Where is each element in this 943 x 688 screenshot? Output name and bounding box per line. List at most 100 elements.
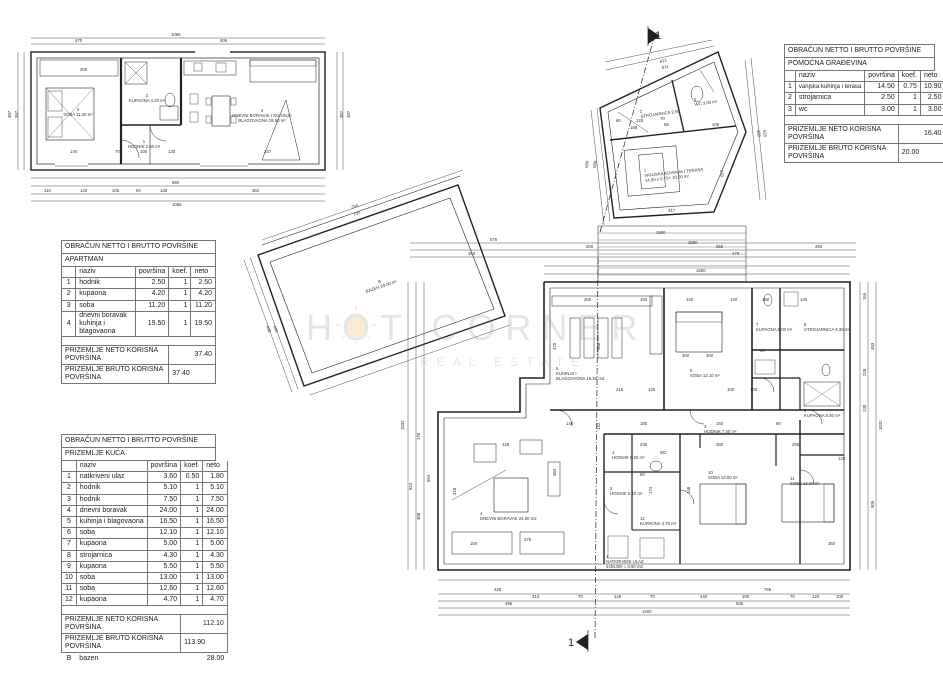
gross-total-row: PRIZEMLJE BRUTO KORISNA POVRŠINA 20.00 [784, 142, 943, 163]
bed-icon [675, 311, 723, 353]
label-line: 240x300 = 3.60 m2 [606, 564, 644, 569]
col-coef: koef. [168, 267, 192, 279]
table-title: OBRAČUN NETTO I BRUTTO POVRŠINE [61, 240, 216, 254]
aux-dim-7: 65 [664, 122, 669, 127]
cell-coef: 1 [180, 482, 204, 495]
aux-room-strojarnica: 2STROJARNICA 2.50 [639, 103, 680, 119]
house-dim-left-2: 624 [408, 482, 413, 490]
cell-coef: 1 [168, 310, 192, 337]
label-line: HODNIK 5.10 m² [610, 491, 643, 496]
cell-net: 7.50 [202, 493, 228, 506]
cell-no: 12 [61, 594, 77, 607]
cell-name: kupaona [75, 594, 148, 607]
cell-name: soba [75, 571, 148, 585]
house-dim-inner-6: 300 [682, 353, 690, 358]
house-dim-bottom-6: 313 [532, 594, 540, 599]
house-dim-bottom-8: 145 [614, 594, 622, 599]
section-label-bottom: 1 [568, 637, 574, 649]
aux-dim-10: 650 [584, 160, 590, 168]
net-total-label: PRIZEMLJE NETO KORISNA POVRŠINA [60, 614, 182, 635]
cell-name: soba [75, 527, 148, 540]
cell-name: hodnik [75, 493, 148, 506]
cell-no: 8 [61, 549, 77, 562]
cell-area: 14.50 [864, 81, 899, 94]
cell-coef: 1 [180, 515, 204, 529]
cell-coef: 1 [180, 583, 204, 596]
gross-total-label: PRIZEMLJE BRUTO KORISNA POVRŠINA [60, 363, 170, 384]
apt-dim-bottom-8: 140 [80, 188, 88, 193]
aux-dim-4: 60 [616, 118, 621, 123]
label-line: BLAGOVAONA 19.50 m² [238, 118, 286, 123]
section-marker-top [647, 26, 660, 46]
aux-dim-14: 370 [719, 170, 725, 178]
col-name: naziv [794, 71, 866, 83]
room-wc-small: WC [660, 450, 667, 455]
aux-dim-12: 480 [756, 130, 762, 138]
cell-name: strojarnica [75, 549, 148, 562]
house-dim-left-4: 554 [426, 474, 431, 482]
cell-name: soba [75, 583, 148, 596]
house-dim-inner-17: 80 [640, 472, 645, 477]
cell-no: 1 [784, 81, 796, 94]
aux-dim-5: 70 [660, 116, 665, 121]
apt-dim-bottom-5: 347 [264, 149, 272, 154]
cell-net: 19.50 [190, 310, 216, 337]
house-dim-inner-9: 360 [828, 541, 836, 546]
cell-coef: 1 [180, 549, 204, 562]
gross-total-value: 113.90 [180, 633, 228, 654]
pool-dim-1: 750 [351, 203, 360, 210]
col-area: površina [146, 461, 182, 473]
cell-no: 2 [784, 92, 796, 105]
label-line: SOBA 13.00 m² [708, 475, 738, 480]
label-line: DNEVNI BORAVAK I KUHINJA [232, 113, 292, 118]
house-dim-bottom-1: 428 [494, 587, 502, 592]
house-dim-top-1: 578 [490, 237, 498, 242]
apt-dim-bottom-1: 140 [70, 149, 78, 154]
house-dim-row2-3: 140 [686, 297, 694, 302]
cell-no: 4 [60, 310, 77, 337]
cell-area: 4.30 [146, 549, 182, 562]
cell-net: 3.00 [919, 103, 943, 116]
cell-net: 4.70 [202, 594, 228, 607]
plan-labels: 1 1 1086 470 506 200 140 70 100 130 347 … [7, 30, 883, 649]
table-subtitle: PRIZEMLJE KUĆA [61, 448, 216, 461]
dining-table-icon [211, 95, 231, 127]
net-total-value: 16.40 [897, 123, 943, 144]
cell-net: 5.10 [202, 482, 228, 495]
table-subtitle: POMOĆNA GRAĐEVINA [784, 58, 935, 71]
house-dim-inner-12: 180 [640, 421, 648, 426]
col-net: neto [919, 71, 943, 83]
col-area: površina [864, 71, 899, 83]
apt-dim-top-total: 1086 [171, 32, 181, 37]
apt-dim-bottom-7: 110 [44, 188, 51, 193]
gross-total-label: PRIZEMLJE BRUTO KORISNA POVRŠINA [60, 633, 182, 654]
section-marker-bottom [576, 630, 589, 652]
cell-net: 4.30 [202, 549, 228, 562]
cell-net: 4.20 [190, 288, 216, 301]
cell-no: 3 [784, 103, 796, 116]
apt-dim-bottom-11: 130 [160, 188, 168, 193]
bed-icon [699, 483, 747, 525]
table-row: 2 kupaona 4.20 1 4.20 [60, 288, 216, 301]
table-row: 4 dnevni boravak kuhinja i blagovaona 19… [60, 310, 216, 337]
label-line: KUPAONA 5.50 m² [804, 413, 841, 418]
cell-no: B [66, 654, 72, 662]
cell-coef: 1 [180, 493, 204, 506]
house-plan [407, 33, 877, 641]
aux-dim-3: 125 [636, 118, 644, 123]
house-dim-inner-24: 160 [596, 342, 601, 350]
house-dim-inner-3: 150 [470, 541, 478, 546]
cell-net: 10.90 [919, 81, 943, 94]
cell-area: 5.10 [146, 482, 182, 495]
cell-name: kuhinja i blagovaona [75, 515, 148, 529]
label-line: STROJARNICA 2.50 [640, 108, 681, 119]
aux-room-wc: 3WC 3.00 m² [693, 94, 718, 107]
house-dim-bottom-14: 100 [836, 594, 844, 599]
sofa-icon [249, 59, 317, 83]
net-total-value: 37.40 [168, 344, 216, 365]
